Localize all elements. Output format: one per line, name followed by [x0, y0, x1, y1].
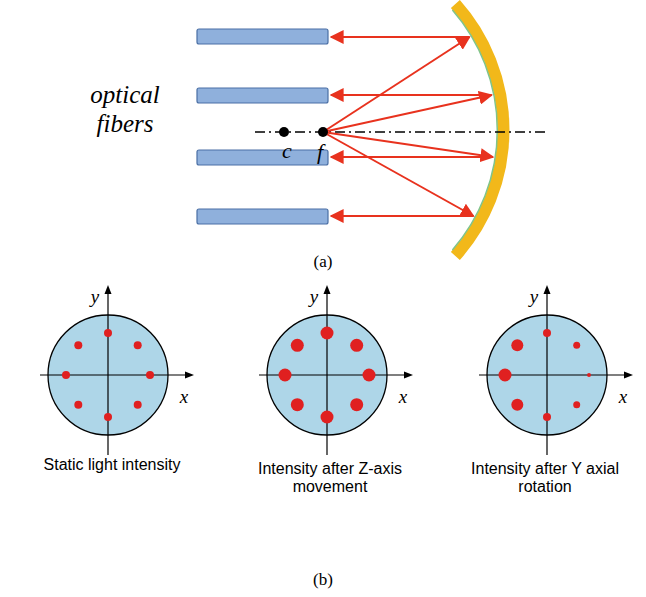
axis-arrow [324, 285, 331, 294]
light-spot [146, 371, 154, 379]
incident-ray [323, 95, 492, 132]
light-spot [511, 399, 523, 411]
axis-label: y [530, 286, 538, 308]
axis-arrow [105, 285, 112, 294]
subfigure-label: (a) [314, 252, 333, 272]
light-spot [62, 371, 70, 379]
plot-caption: Intensity after Y axial rotation [460, 460, 630, 497]
light-spot [74, 401, 82, 409]
y-axis [326, 291, 327, 455]
light-spot [279, 369, 292, 382]
light-spot [543, 329, 551, 337]
axis-arrow [185, 372, 194, 379]
light-rays [323, 37, 493, 216]
reflected-ray [331, 94, 492, 96]
plot-caption: Static light intensity [12, 456, 212, 474]
axis-label: x [619, 386, 627, 408]
axis-label: y [91, 286, 99, 308]
reflected-ray [331, 36, 470, 38]
axis-arrow [624, 372, 633, 379]
light-spot [74, 341, 82, 349]
axis-label: x [399, 386, 407, 408]
axis-arrow [404, 372, 413, 379]
fiber-label: optical fibers [70, 81, 180, 139]
light-spot [587, 373, 591, 377]
light-spot [134, 401, 142, 409]
optical-fiber [197, 29, 328, 224]
light-spot [573, 342, 580, 349]
light-spot [350, 398, 363, 411]
light-spot [543, 413, 551, 421]
point-label: c [282, 138, 292, 163]
concave-mirror [452, 4, 503, 256]
light-spot [104, 413, 112, 421]
light-spot [573, 401, 580, 408]
center-point [279, 127, 289, 137]
subfigure-label: (b) [313, 570, 333, 590]
axis-label: x [180, 386, 188, 408]
light-spot [511, 339, 523, 351]
axis-arrow [544, 285, 551, 294]
light-spot [291, 398, 304, 411]
y-axis [107, 291, 108, 455]
incident-ray [323, 37, 470, 132]
incident-ray [323, 132, 473, 216]
intensity-plots [40, 285, 633, 455]
light-spot [321, 327, 334, 340]
point-label: f [317, 139, 323, 164]
focal-point [318, 127, 328, 137]
light-spot [363, 369, 376, 382]
light-spot [134, 341, 142, 349]
axis-label: y [310, 286, 318, 308]
optical-axis [255, 131, 548, 132]
light-spot [104, 329, 112, 337]
light-spot [499, 369, 512, 382]
reflected-ray [331, 156, 493, 158]
light-spot [350, 339, 363, 352]
incident-ray [323, 132, 493, 157]
y-axis [546, 291, 547, 455]
plot-caption: Intensity after Z-axis movement [245, 460, 415, 497]
reflected-ray [331, 215, 473, 217]
light-spot [321, 411, 334, 424]
light-spot [291, 339, 304, 352]
mirror-surface [452, 10, 497, 250]
